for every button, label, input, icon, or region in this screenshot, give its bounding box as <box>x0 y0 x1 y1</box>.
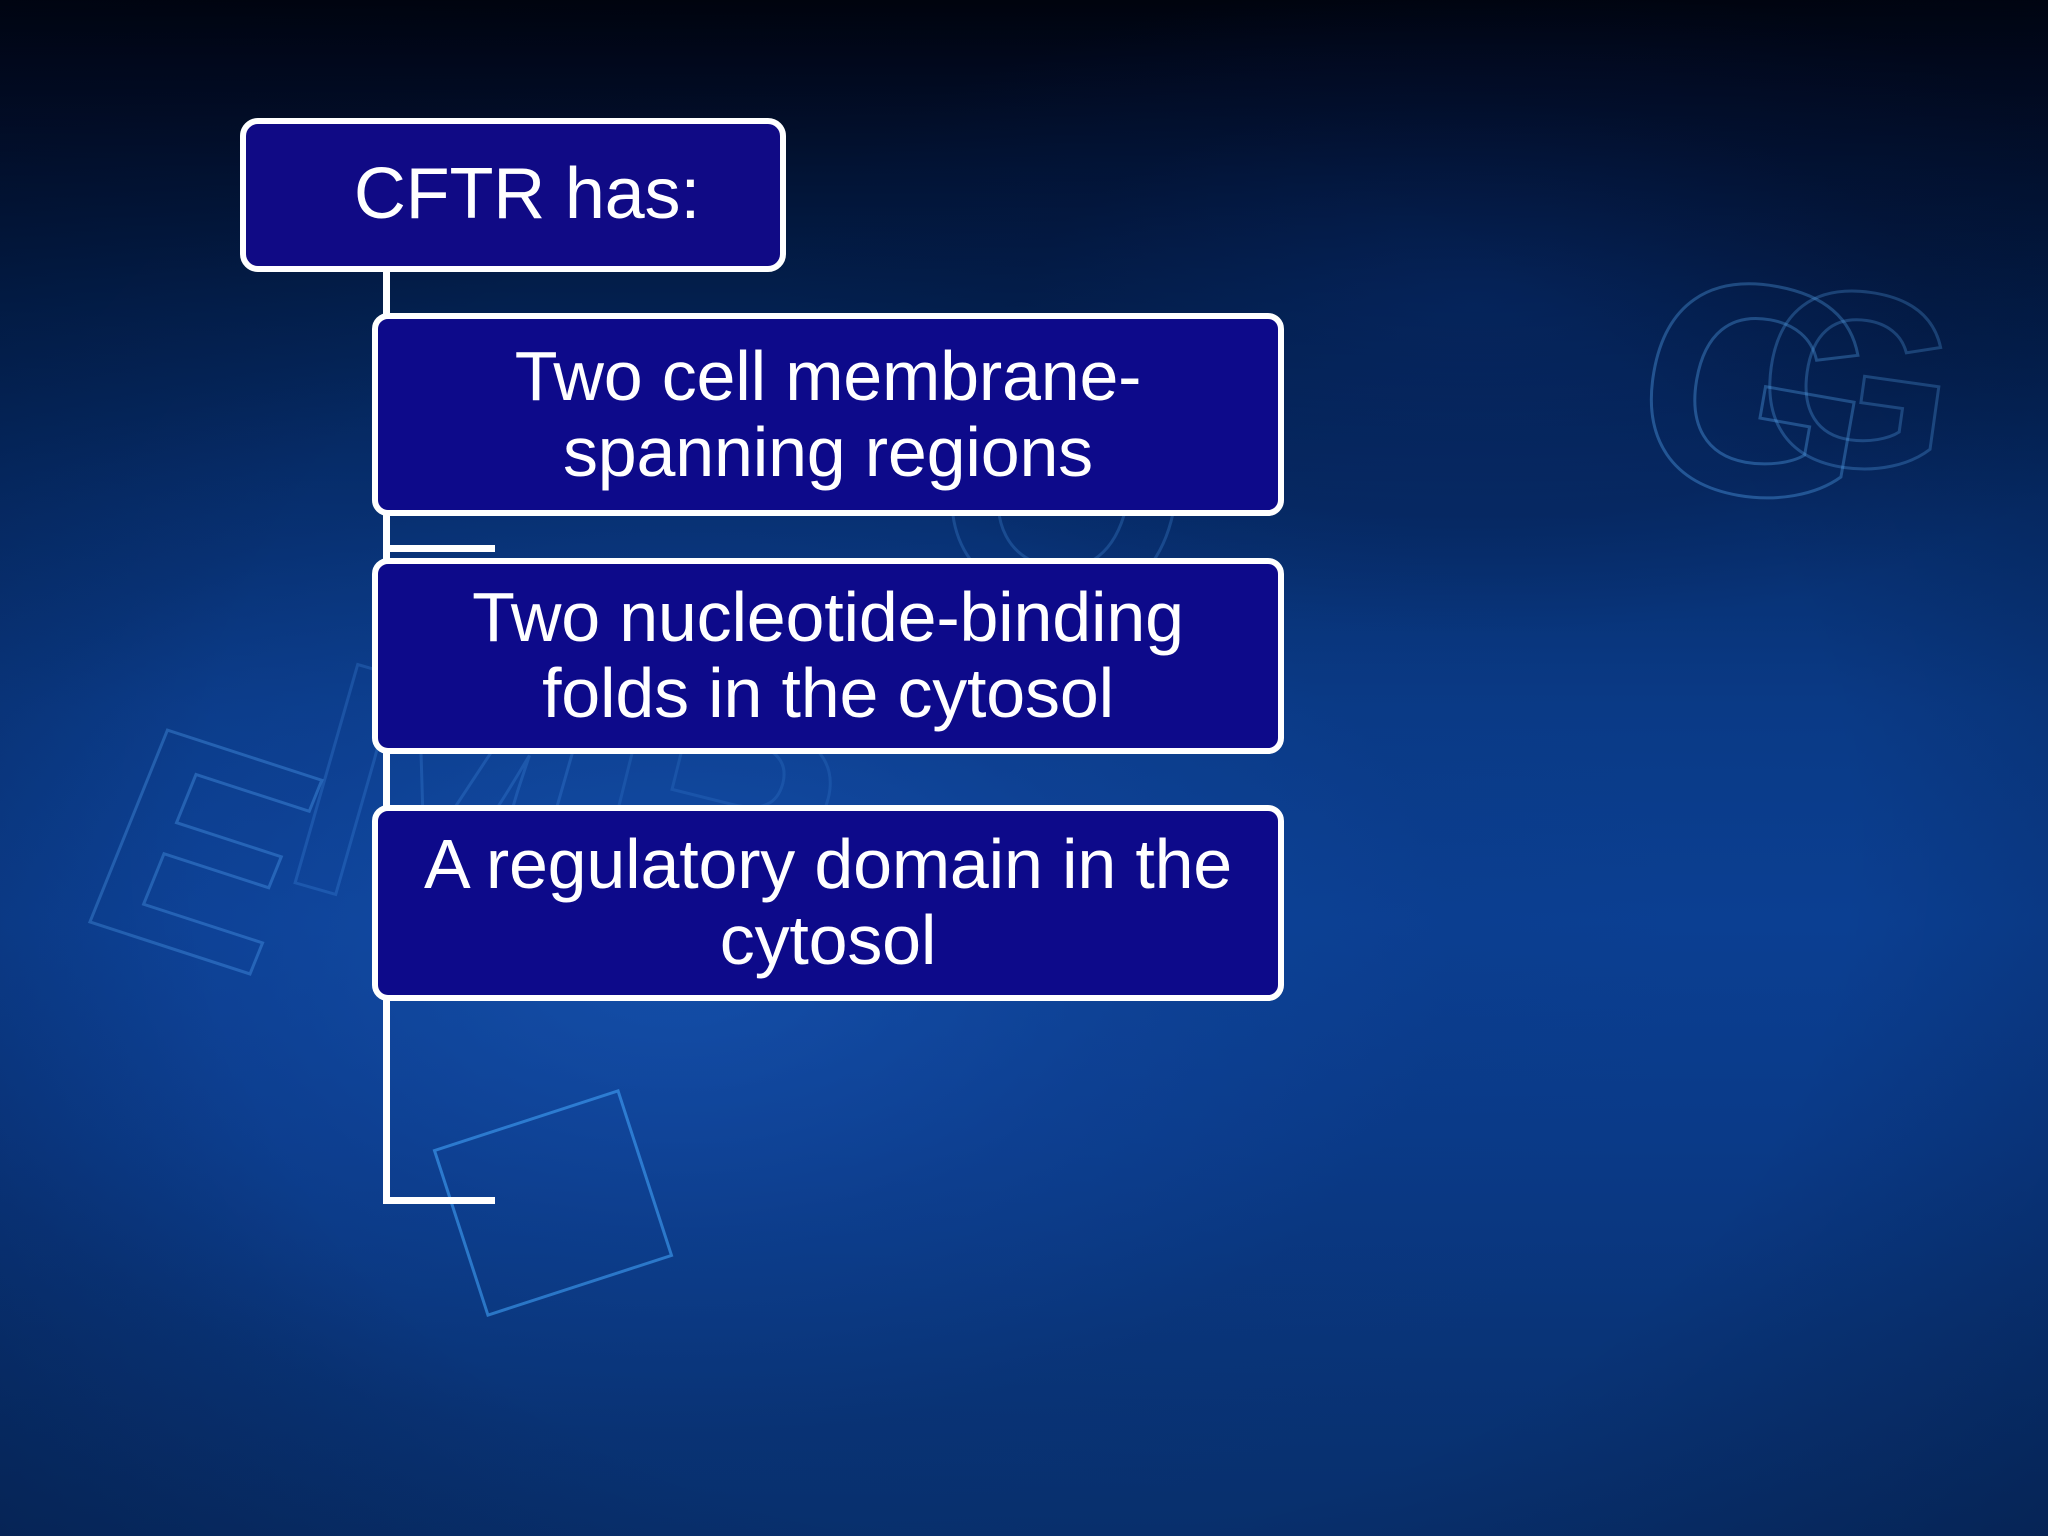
diagram-node-child-2[interactable]: Two nucleotide-binding folds in the cyto… <box>372 558 1284 754</box>
diagram-node-child-2-label: Two nucleotide-binding folds in the cyto… <box>472 578 1184 732</box>
connector-branch-3 <box>383 1197 495 1204</box>
connector-branch-1 <box>383 545 495 552</box>
diagram-node-root-label: CFTR has: <box>353 154 701 235</box>
diagram-node-child-1[interactable]: Two cell membrane-spanning regions <box>372 313 1284 516</box>
diagram-node-root[interactable]: CFTR has: <box>240 118 786 272</box>
diagram-node-child-1-label: Two cell membrane-spanning regions <box>514 336 1142 491</box>
diagram-node-child-3-label: A regulatory domain in the cytosol <box>423 825 1233 979</box>
diagram-node-child-3[interactable]: A regulatory domain in the cytosol <box>372 805 1284 1001</box>
